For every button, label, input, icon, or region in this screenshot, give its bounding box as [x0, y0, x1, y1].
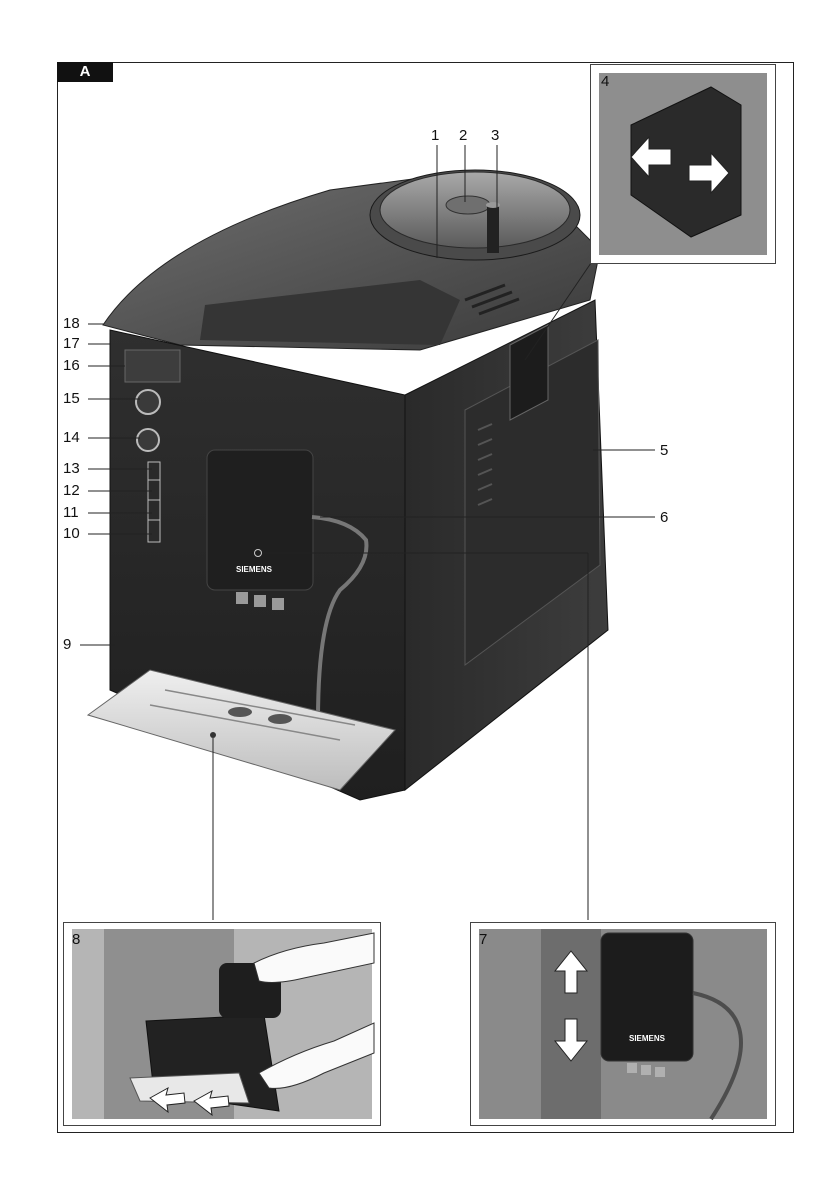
callout-12: 12 — [63, 483, 80, 499]
button-strip — [148, 462, 160, 542]
inset-4-label: 4 — [601, 73, 609, 90]
callout-16: 16 — [63, 358, 80, 374]
callout-9: 9 — [63, 637, 71, 653]
inset-7-illustration: SIEMENS — [471, 923, 775, 1125]
callout-11: 11 — [63, 505, 79, 521]
selector-knob-15 — [136, 390, 160, 414]
inset-8-frame: 8 — [63, 922, 381, 1126]
inset-8-label: 8 — [72, 931, 80, 948]
callout-10: 10 — [63, 526, 80, 542]
callout-6: 6 — [660, 510, 668, 526]
aroma-lid-opening — [446, 196, 490, 214]
grinder-knob — [487, 205, 499, 253]
callout-18: 18 — [63, 316, 80, 332]
callout-2: 2 — [459, 128, 467, 144]
inset-8-illustration — [64, 923, 380, 1125]
callout-14: 14 — [63, 430, 80, 446]
selector-knob-14 — [137, 429, 159, 451]
drip-tray-dot — [210, 732, 216, 738]
inset-4-frame: 4 — [590, 64, 776, 264]
outlet-brand-logo: SIEMENS — [236, 565, 273, 574]
callout-13: 13 — [63, 461, 80, 477]
callout-3: 3 — [491, 128, 499, 144]
display-window — [125, 350, 180, 382]
inset-7-label: 7 — [479, 931, 487, 948]
inset-7-frame: SIEMENS 7 — [470, 922, 776, 1126]
callout-1: 1 — [431, 128, 439, 144]
callout-15: 15 — [63, 391, 80, 407]
callout-17: 17 — [63, 336, 80, 352]
inset-outlet-brand-logo: SIEMENS — [629, 1034, 666, 1043]
inset-4-illustration — [591, 65, 775, 263]
callout-5: 5 — [660, 443, 668, 459]
